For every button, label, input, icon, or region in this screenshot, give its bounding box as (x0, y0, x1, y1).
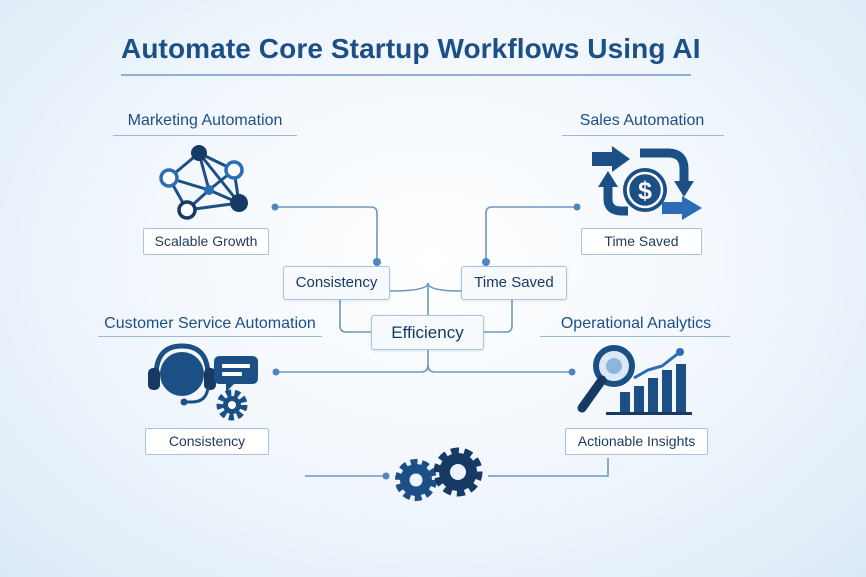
network-icon (159, 145, 248, 220)
marketing-automation-heading: Marketing Automation (127, 112, 283, 129)
actionable-insights-box: Actionable Insights (565, 428, 708, 455)
sales-heading-rule (562, 135, 724, 136)
consistency-benefit-box: Consistency (145, 428, 269, 455)
operational-analytics-heading: Operational Analytics (560, 315, 712, 332)
sales-automation-heading: Sales Automation (579, 112, 705, 129)
hub-time-saved-box: Time Saved (461, 266, 567, 300)
hub-consistency-box: Consistency (283, 266, 390, 300)
svg-text:$: $ (638, 177, 652, 205)
analytics-icon (577, 345, 692, 415)
dollar-cycle-icon: $ (592, 146, 702, 220)
hub-efficiency-box: Efficiency (371, 315, 484, 350)
title-underline (121, 74, 691, 76)
customer-service-automation-heading: Customer Service Automation (104, 315, 316, 332)
marketing-heading-rule (113, 135, 297, 136)
time-saved-box: Time Saved (581, 228, 702, 255)
page-title: Automate Core Startup Workflows Using AI (121, 33, 701, 64)
analytics-heading-rule (540, 336, 730, 337)
gears-icon (395, 447, 483, 501)
scalable-growth-box: Scalable Growth (143, 228, 269, 255)
customer-service-heading-rule (98, 336, 322, 337)
headset-icon (148, 343, 258, 421)
